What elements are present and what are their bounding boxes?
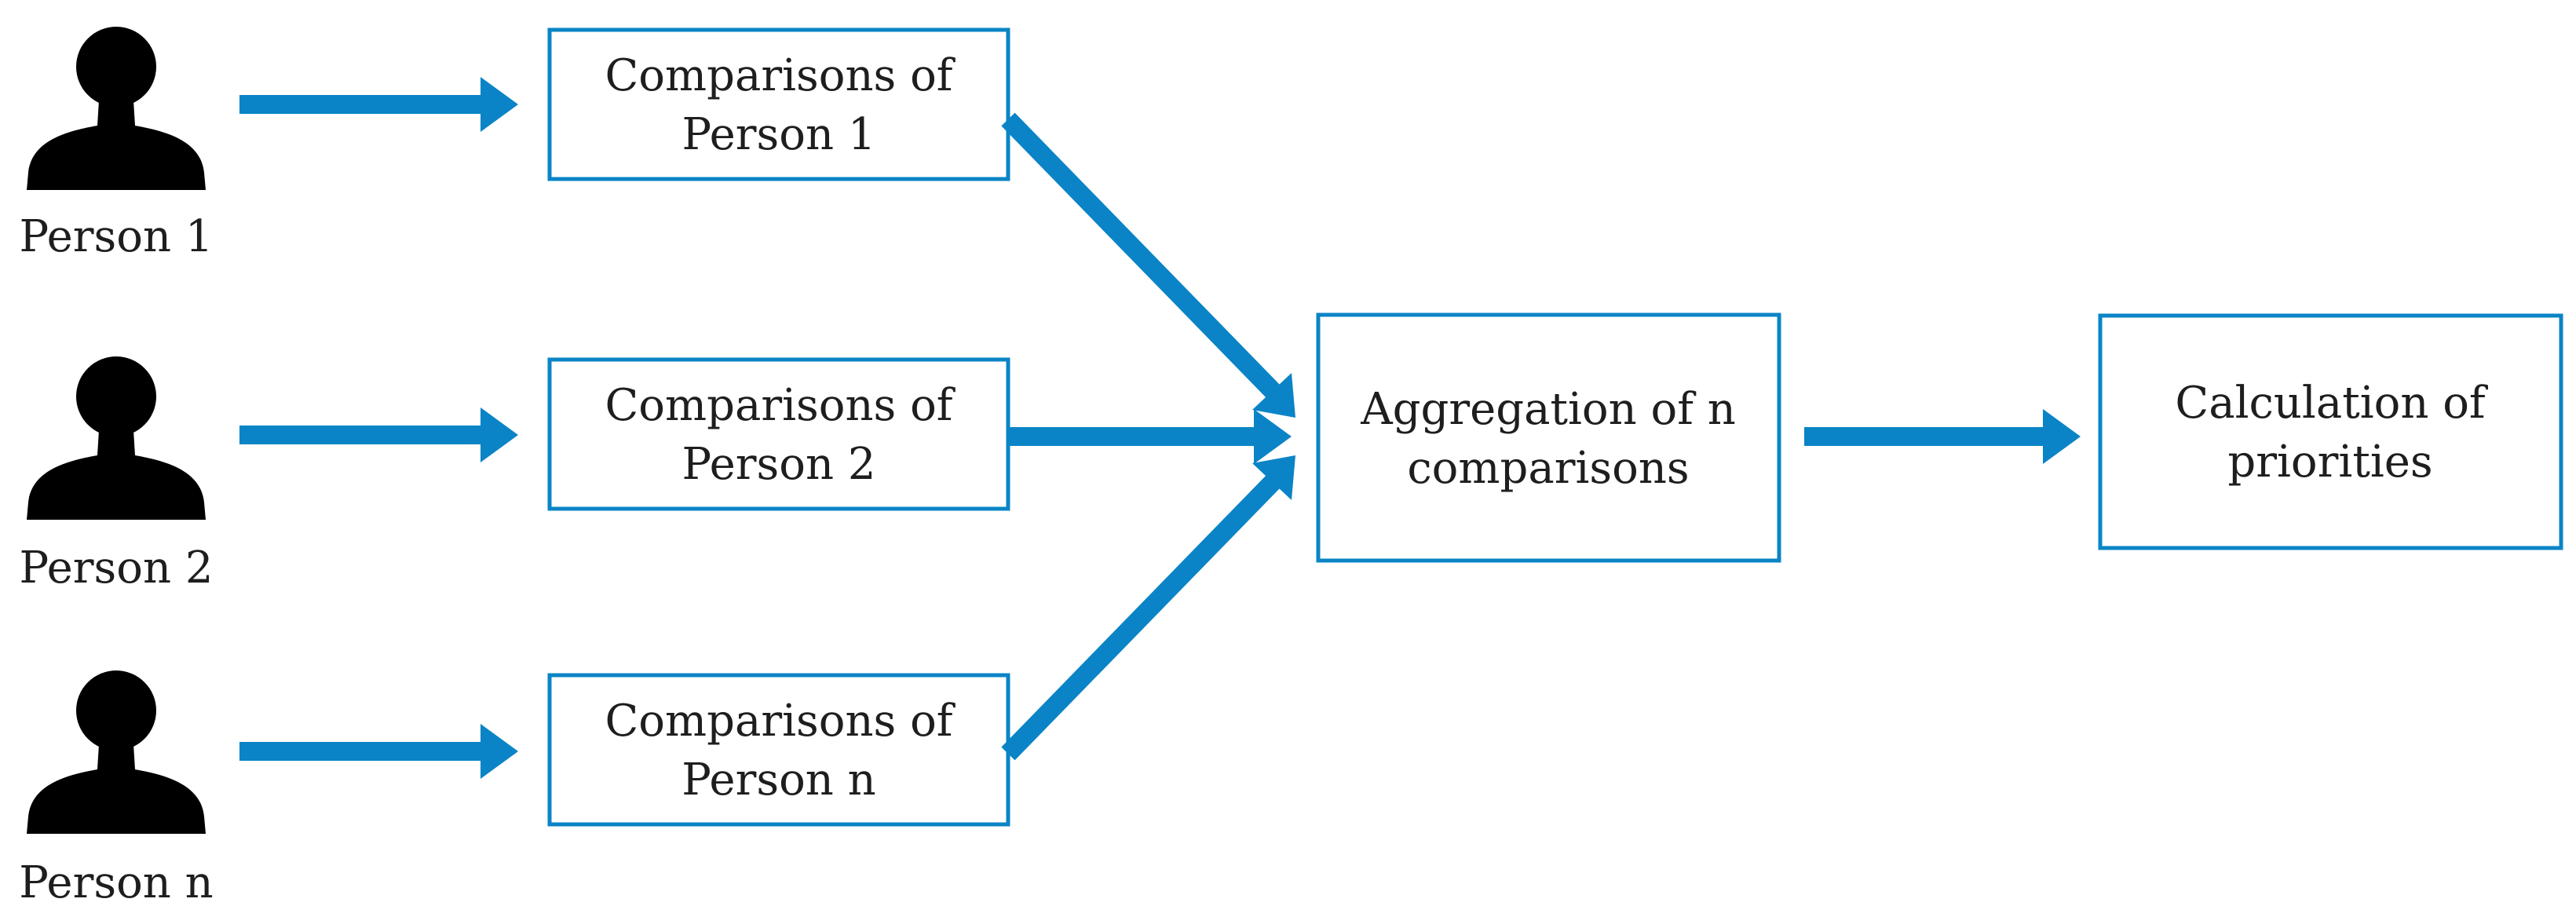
arrow-aggregation-to-calculation <box>1804 409 2081 464</box>
box-line: priorities <box>2227 437 2432 488</box>
arrow-comparisons-2-to-aggregation <box>1008 409 1292 464</box>
person-silhouette-icon <box>27 27 206 190</box>
person-label: Person 1 <box>19 211 213 262</box>
box-line: Comparisons of <box>605 696 955 747</box>
arrow-comparisons-n-to-aggregation <box>1001 455 1295 761</box>
box-line: Person n <box>681 754 875 806</box>
calculation-box: Calculation of priorities <box>2098 313 2563 550</box>
arrow-person-2-to-comparisons <box>239 407 518 462</box>
arrow-person-n-to-comparisons <box>239 724 518 779</box>
person-1: Person 1 <box>19 27 214 262</box>
box-line: Comparisons of <box>605 50 955 101</box>
person-label: Person n <box>19 857 213 908</box>
person-silhouette-icon <box>27 670 206 834</box>
person-label: Person 2 <box>19 543 213 594</box>
arrow-person-1-to-comparisons <box>239 77 518 132</box>
comparisons-person-1-box: Comparisons of Person 1 <box>547 27 1010 181</box>
arrow-comparisons-1-to-aggregation <box>1001 112 1295 418</box>
person-silhouette-icon <box>27 356 206 520</box>
box-line: Person 2 <box>681 439 875 490</box>
box-line: Person 1 <box>681 109 875 160</box>
box-line: Aggregation of n <box>1360 384 1736 435</box>
aggregation-box: Aggregation of n comparisons <box>1316 312 1781 563</box>
comparisons-person-n-box: Comparisons of Person n <box>547 673 1010 827</box>
box-line: Calculation of <box>2175 378 2489 429</box>
box-line: Comparisons of <box>605 380 955 431</box>
box-line: comparisons <box>1407 443 1689 494</box>
comparisons-person-2-box: Comparisons of Person 2 <box>547 357 1010 511</box>
person-2: Person 2 <box>19 356 214 594</box>
person-n: Person n <box>19 670 214 908</box>
